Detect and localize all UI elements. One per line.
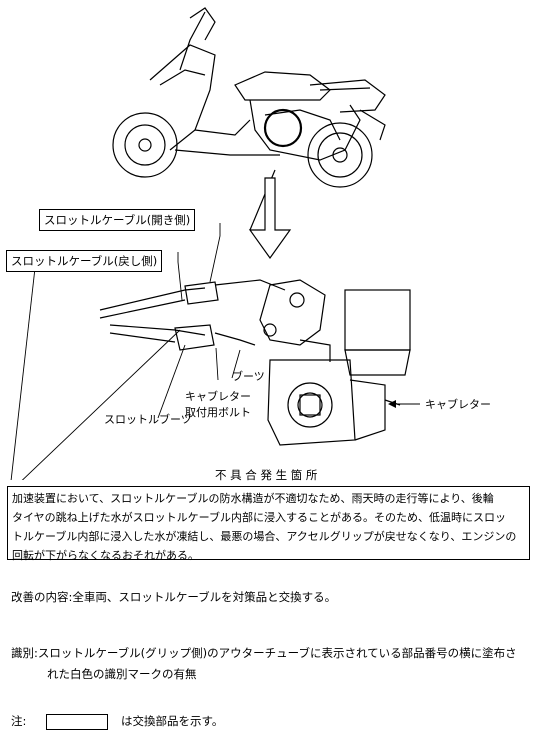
defect-line: 回転が下がらなくなるおそれがある。 [12,549,199,562]
improvement-text: 改善の内容:全車両、スロットルケーブルを対策品と交換する。 [11,590,337,604]
label-throttle-boot: スロットルブーツ [104,413,192,426]
defect-line: タイヤの跳ね上げた水がスロットルケーブル内部に浸入することがある。そのため、低温… [12,511,507,524]
highlight-circle [263,108,303,148]
down-arrow-icon [248,177,292,260]
label-carburetor: キャブレター [425,398,491,411]
label-boot: ブーツ [232,370,265,383]
note-line: 注: は交換部品を示す。 [11,713,223,730]
label-cable-open: スロットルケーブル(開き側) [39,209,196,231]
note-suffix: は交換部品を示す。 [121,714,224,728]
front-wheel [112,112,178,178]
scooter-diagram [10,7,420,480]
label-carb-bolt-2: 取付用ボルト [185,406,251,419]
defect-line: トルケーブル内部に浸入した水が凍結し、最悪の場合、アクセルグリップが戻せなくなり… [12,530,517,543]
defect-line: 加速装置において、スロットルケーブルの防水構造が不適切なため、雨天時の走行等によ… [12,492,494,505]
label-cable-return: スロットルケーブル(戻し側) [6,250,163,272]
note-prefix: 注: [11,714,27,728]
defect-heading: 不 具 合 発 生 箇 所 [215,468,318,482]
carburetor-arrow-icon [388,400,396,408]
replacement-part-legend-box [45,713,108,730]
label-carb-bolt-1: キャブレター [185,390,251,403]
identification-line-1: 識別:スロットルケーブル(グリップ側)のアウターチューブに表示されている部品番号… [11,646,517,660]
identification-line-2: れた白色の識別マークの有無 [47,667,197,681]
rear-wheel [307,122,373,188]
defect-description-box: 加速装置において、スロットルケーブルの防水構造が不適切なため、雨天時の走行等によ… [7,486,530,562]
